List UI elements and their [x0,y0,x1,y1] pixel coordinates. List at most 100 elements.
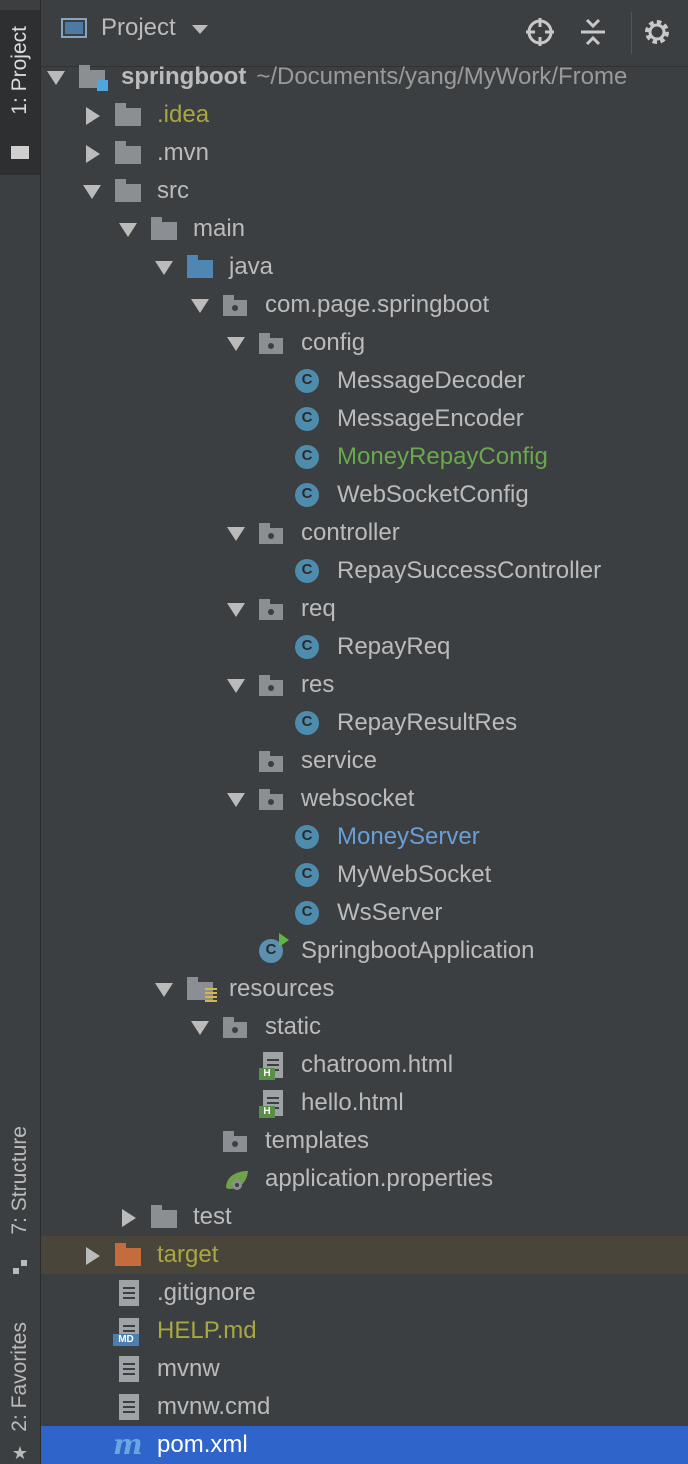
tree-node-resources[interactable]: resources [41,970,688,1008]
tree-node-label: websocket [301,785,415,812]
tree-node-config[interactable]: config [41,324,688,362]
expand-arrow-down-icon[interactable] [119,223,137,237]
tree-node-label: RepayReq [337,633,451,660]
expand-arrow-down-icon[interactable] [227,793,245,807]
expand-arrow-down-icon[interactable] [191,299,209,313]
tree-node-templates[interactable]: templates [41,1122,688,1160]
expand-arrow-right-icon[interactable] [122,1209,136,1227]
expand-arrow-down-icon[interactable] [227,337,245,351]
collapse-all-button[interactable] [577,16,609,48]
expand-arrow-right-icon[interactable] [86,145,100,163]
tree-node-src[interactable]: src [41,172,688,210]
tree-node-application-properties[interactable]: application.properties [41,1160,688,1198]
html-file-icon: H [259,1090,283,1118]
tree-node-springboot[interactable]: springboot~/Documents/yang/MyWork/Frome [41,58,688,96]
tree-node-label: pom.xml [157,1431,248,1458]
favorites-tab-label: 2: Favorites [8,1322,31,1432]
package-icon [259,788,285,810]
tree-node-label: RepaySuccessController [337,557,602,584]
tree-node-static[interactable]: static [41,1008,688,1046]
expand-arrow-down-icon[interactable] [155,261,173,275]
tree-node-pom-xml[interactable]: m pom.xml [41,1426,688,1464]
expand-arrow-down-icon[interactable] [191,1021,209,1035]
view-selector[interactable]: Project [61,14,208,42]
tree-node-target[interactable]: target [41,1236,688,1274]
tree-node-label: res [301,671,335,698]
expand-arrow-down-icon[interactable] [155,983,173,997]
tree-node-label: application.properties [265,1165,494,1192]
tree-node-service[interactable]: service [41,742,688,780]
tree-node-mvnw-cmd[interactable]: mvnw.cmd [41,1388,688,1426]
favorites-tool-tab[interactable]: 2: Favorites ★ [0,1316,40,1464]
tree-node-repayresultres[interactable]: C RepayResultRes [41,704,688,742]
folder-icon [115,179,141,202]
tree-node-controller[interactable]: controller [41,514,688,552]
expand-arrow-right-icon[interactable] [86,1247,100,1265]
chevron-down-icon [191,25,208,34]
tree-node-label: springboot~/Documents/yang/MyWork/Frome [121,63,628,90]
locate-file-button[interactable] [524,16,556,48]
tree-node-label: MessageDecoder [337,367,526,394]
java-class-icon: C [295,369,319,393]
tree-node-label: service [301,747,378,774]
expand-arrow-down-icon[interactable] [227,527,245,541]
folder-icon [151,1205,177,1228]
tree-node-req[interactable]: req [41,590,688,628]
tree-node-main[interactable]: main [41,210,688,248]
project-tool-tab[interactable]: 1: Project [0,10,40,175]
expand-arrow-down-icon[interactable] [227,603,245,617]
tree-node-websocket[interactable]: websocket [41,780,688,818]
tree-node-messagedecoder[interactable]: C MessageDecoder [41,362,688,400]
tree-node-res[interactable]: res [41,666,688,704]
tree-node-label: resources [229,975,335,1002]
tree-node-label: WebSocketConfig [337,481,529,508]
crosshair-icon [526,18,554,46]
tree-node-idea[interactable]: .idea [41,96,688,134]
tree-node-label: RepayResultRes [337,709,518,736]
tree-node-label: mvnw [157,1355,220,1382]
tree-node-label: config [301,329,366,356]
settings-button[interactable] [641,16,673,48]
spring-boot-class-icon: C [259,933,289,963]
tree-node-label: MoneyRepayConfig [337,443,548,470]
tree-node-label: controller [301,519,400,546]
expand-arrow-down-icon[interactable] [47,71,65,85]
excluded-folder-icon [115,1243,141,1266]
markdown-file-icon: MD [113,1318,139,1346]
source-folder-icon [187,255,213,278]
tree-node-gitignore[interactable]: .gitignore [41,1274,688,1312]
toolbar-separator [631,12,632,54]
expand-arrow-down-icon[interactable] [227,679,245,693]
package-icon [259,522,285,544]
maven-icon: m [113,1428,143,1461]
tree-node-label: java [229,253,274,280]
structure-tool-tab[interactable]: 7: Structure [0,1120,40,1280]
tree-node-label: .idea [157,101,210,128]
tree-node-mvnw[interactable]: mvnw [41,1350,688,1388]
java-class-icon: C [295,711,319,735]
tree-node-test[interactable]: test [41,1198,688,1236]
expand-arrow-right-icon[interactable] [86,107,100,125]
tree-node-label: .mvn [157,139,210,166]
expand-arrow-down-icon[interactable] [83,185,101,199]
tree-node-websocketconfig[interactable]: C WebSocketConfig [41,476,688,514]
java-class-icon: C [295,483,319,507]
tree-node-label: src [157,177,189,204]
tree-node-mvn[interactable]: .mvn [41,134,688,172]
structure-tab-label: 7: Structure [8,1126,31,1235]
package-icon [259,332,285,354]
structure-icon [11,1258,29,1276]
tree-node-java[interactable]: java [41,248,688,286]
tree-node-com-page-springboot[interactable]: com.page.springboot [41,286,688,324]
